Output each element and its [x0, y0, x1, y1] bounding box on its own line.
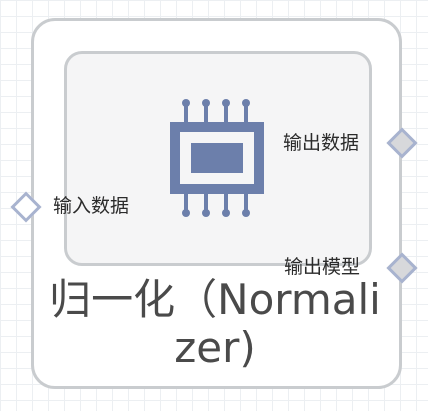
input-port-label: 输入数据	[53, 195, 130, 217]
node-title: 归一化（Normalizer)	[49, 275, 381, 372]
output-model-port-label: 输出模型	[284, 256, 361, 278]
output-data-port-label: 输出数据	[283, 132, 360, 154]
chip-icon	[170, 99, 264, 217]
